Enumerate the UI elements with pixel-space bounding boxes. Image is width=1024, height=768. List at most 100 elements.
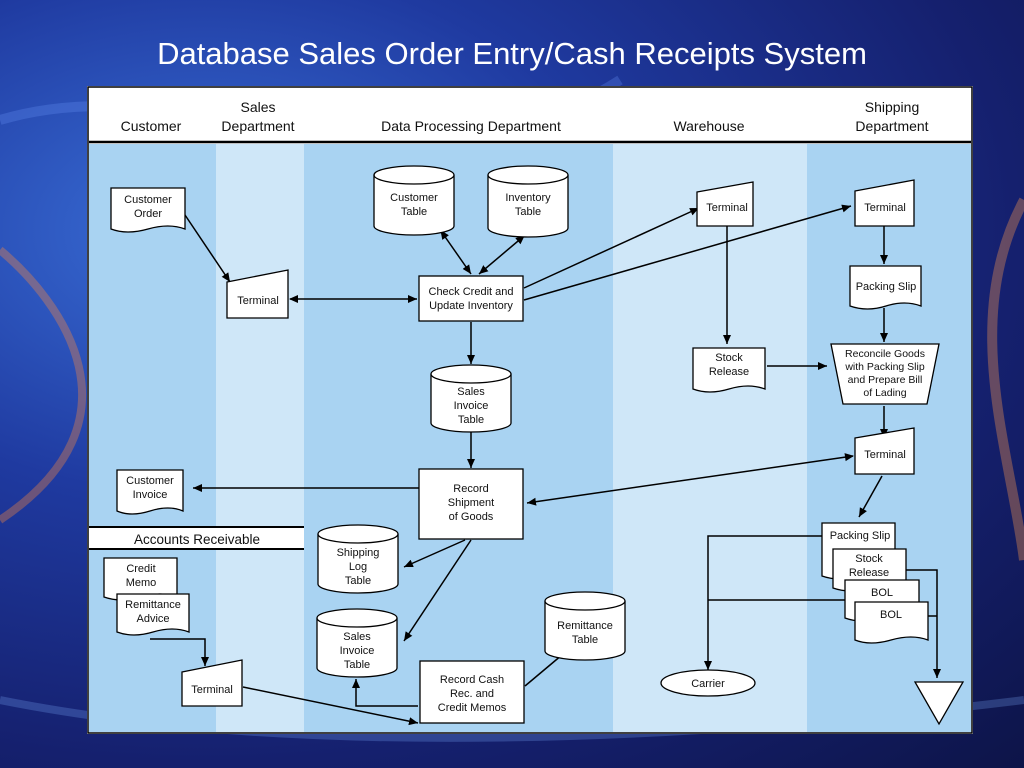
column-header-customer: Customer <box>121 118 182 134</box>
svg-text:Stock: Stock <box>855 553 883 565</box>
svg-text:Invoice: Invoice <box>340 645 375 657</box>
svg-text:Rec. and: Rec. and <box>450 688 494 700</box>
svg-text:Table: Table <box>401 206 427 218</box>
svg-text:Invoice: Invoice <box>454 400 489 412</box>
svg-text:Shipment: Shipment <box>448 497 494 509</box>
column-header-sales-2: Department <box>221 118 294 134</box>
svg-text:Customer: Customer <box>124 194 172 206</box>
document-remittance-advice: Remittance Advice <box>116 593 190 636</box>
svg-text:BOL: BOL <box>880 609 902 621</box>
manual-operation-reconcile: Reconcile Goods with Packing Slip and Pr… <box>830 343 940 405</box>
arrow-to-warehouse-terminal <box>523 207 700 289</box>
terminal-shipping-2: Terminal <box>854 427 915 475</box>
svg-text:Terminal: Terminal <box>237 295 279 307</box>
svg-text:Terminal: Terminal <box>864 202 906 214</box>
svg-text:Sales: Sales <box>343 631 371 643</box>
file-triangle-icon <box>913 681 965 726</box>
arrow-to-sales-invoice-2 <box>403 539 472 642</box>
arrow-terminal-to-record-cash <box>242 686 419 726</box>
arrow-customer-table <box>440 230 472 275</box>
flowchart-diagram: Customer Sales Department Data Processin… <box>87 86 973 734</box>
svg-text:Invoice: Invoice <box>133 489 168 501</box>
column-header-data-processing: Data Processing Department <box>381 118 561 134</box>
svg-text:Credit: Credit <box>126 563 155 575</box>
process-check-credit: Check Credit and Update Inventory <box>418 275 524 322</box>
terminal-warehouse: Terminal <box>696 181 754 227</box>
svg-text:Packing Slip: Packing Slip <box>856 281 917 293</box>
svg-text:Terminal: Terminal <box>191 684 233 696</box>
slide-title: Database Sales Order Entry/Cash Receipts… <box>157 36 867 71</box>
svg-text:Update Inventory: Update Inventory <box>429 300 513 312</box>
database-sales-invoice-table-2: Sales Invoice Table <box>316 608 398 678</box>
svg-text:BOL: BOL <box>871 587 893 599</box>
svg-text:Reconcile Goods: Reconcile Goods <box>845 348 925 360</box>
svg-text:of Goods: of Goods <box>449 511 494 523</box>
svg-text:of Lading: of Lading <box>863 387 906 399</box>
svg-text:Shipping: Shipping <box>337 547 380 559</box>
svg-text:Credit Memos: Credit Memos <box>438 702 507 714</box>
svg-text:Table: Table <box>345 575 371 587</box>
arrow-order-to-terminal <box>182 211 231 283</box>
column-header-warehouse: Warehouse <box>673 118 744 134</box>
svg-text:Record Cash: Record Cash <box>440 674 504 686</box>
document-customer-order: Customer Order <box>110 187 186 233</box>
database-customer-table: Customer Table <box>373 165 455 236</box>
svg-text:Inventory: Inventory <box>505 192 551 204</box>
svg-text:Table: Table <box>344 659 370 671</box>
document-stock-release: Stock Release <box>692 347 766 393</box>
svg-text:Customer: Customer <box>126 475 174 487</box>
svg-text:Carrier: Carrier <box>691 678 725 690</box>
svg-text:Memo: Memo <box>126 577 157 589</box>
arrow-inventory-table <box>478 235 525 275</box>
band-customer <box>89 144 216 732</box>
arrow-shipment-terminal <box>526 453 854 506</box>
database-inventory-table: Inventory Table <box>487 165 569 238</box>
process-record-shipment: Record Shipment of Goods <box>418 468 524 540</box>
svg-text:Remittance: Remittance <box>125 599 181 611</box>
document-packing-slip: Packing Slip <box>849 265 922 310</box>
svg-text:Stock: Stock <box>715 352 743 364</box>
band-sales <box>216 144 304 732</box>
arrow-to-shipping-log <box>403 539 466 568</box>
document-bol-2: BOL <box>854 601 929 644</box>
svg-text:Order: Order <box>134 208 162 220</box>
svg-text:Remittance: Remittance <box>557 620 613 632</box>
arrow-to-shipping-terminal <box>523 204 852 301</box>
document-customer-invoice: Customer Invoice <box>116 469 184 515</box>
accounts-receivable-label: Accounts Receivable <box>134 532 260 547</box>
svg-text:Release: Release <box>709 366 749 378</box>
svg-text:Record: Record <box>453 483 488 495</box>
column-header-shipping-2: Department <box>855 118 928 134</box>
svg-text:Check Credit and: Check Credit and <box>429 286 514 298</box>
band-warehouse <box>613 144 807 732</box>
arrow-ar-to-terminal <box>150 638 209 666</box>
diagram-border <box>87 86 973 734</box>
arrow-packing-to-carrier <box>704 535 825 670</box>
svg-text:Table: Table <box>458 414 484 426</box>
svg-text:Sales: Sales <box>457 386 485 398</box>
terminal-sales: Terminal <box>226 269 289 319</box>
database-remittance-table: Remittance Table <box>544 591 626 661</box>
svg-text:Log: Log <box>349 561 367 573</box>
svg-text:Table: Table <box>572 634 598 646</box>
column-header-shipping-1: Shipping <box>865 99 920 115</box>
terminal-accounts-receivable: Terminal <box>181 659 243 707</box>
svg-text:Terminal: Terminal <box>706 202 748 214</box>
svg-text:with Packing Slip: with Packing Slip <box>844 361 925 373</box>
svg-text:and Prepare Bill: and Prepare Bill <box>848 374 923 386</box>
database-sales-invoice-table: Sales Invoice Table <box>430 364 512 433</box>
arrow-cash-to-sales-invoice <box>352 679 418 707</box>
accounts-receivable-header-bg <box>89 527 304 549</box>
terminator-carrier: Carrier <box>660 669 756 697</box>
svg-text:Packing Slip: Packing Slip <box>830 530 891 542</box>
svg-text:Table: Table <box>515 206 541 218</box>
database-shipping-log-table: Shipping Log Table <box>317 524 399 594</box>
svg-text:Advice: Advice <box>136 613 169 625</box>
column-header-sales-1: Sales <box>240 99 275 115</box>
process-record-cash: Record Cash Rec. and Credit Memos <box>419 660 525 724</box>
arrow-terminal-to-documents <box>858 475 883 518</box>
svg-text:Customer: Customer <box>390 192 438 204</box>
terminal-shipping-1: Terminal <box>854 179 915 227</box>
arrow-to-file <box>905 569 941 678</box>
svg-text:Release: Release <box>849 567 889 579</box>
